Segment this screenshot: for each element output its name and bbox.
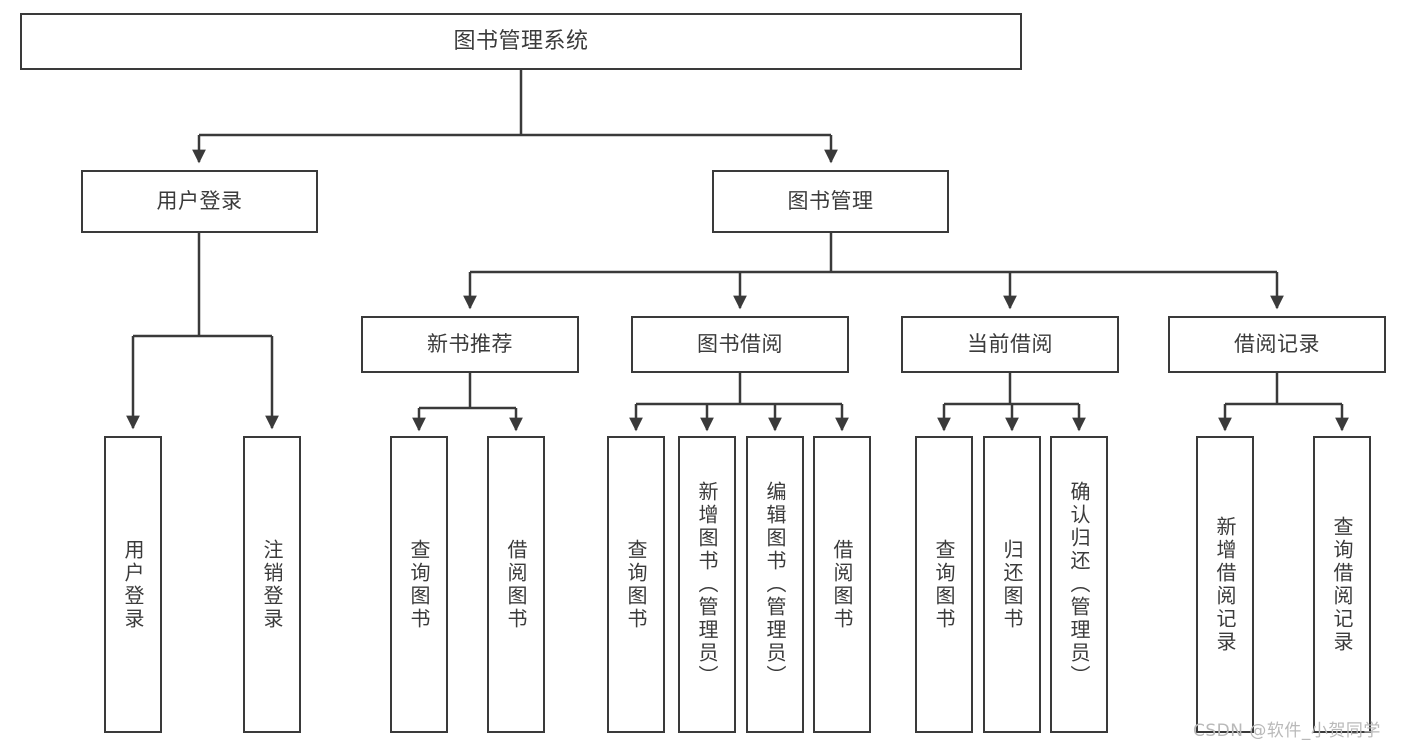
node-label: 图书管理系统 — [453, 28, 589, 54]
node-label: 借阅图书 — [830, 538, 854, 631]
node-label: 图书借阅 — [697, 332, 783, 357]
node-label: 新增借阅记录 — [1213, 515, 1237, 654]
node-label: 查询借阅记录 — [1330, 515, 1354, 654]
csdn-watermark: CSDN @软件_小贺同学 — [1193, 721, 1381, 741]
leaf-borrow-book[interactable]: 借阅图书 — [813, 436, 871, 733]
node-borrow-record[interactable]: 借阅记录 — [1168, 316, 1386, 373]
node-label: 借阅记录 — [1234, 332, 1320, 357]
node-label: 新书推荐 — [427, 332, 513, 357]
leaf-confirm-return-admin[interactable]: 确认归还（管理员） — [1050, 436, 1108, 733]
leaf-borrow-book-recommend[interactable]: 借阅图书 — [487, 436, 545, 733]
node-label: 图书管理 — [787, 189, 874, 214]
leaf-query-book-current[interactable]: 查询图书 — [915, 436, 973, 733]
leaf-add-book-admin[interactable]: 新增图书（管理员） — [678, 436, 736, 733]
node-book-management[interactable]: 图书管理 — [712, 170, 949, 233]
node-current-borrow[interactable]: 当前借阅 — [901, 316, 1119, 373]
node-book-borrow[interactable]: 图书借阅 — [631, 316, 849, 373]
leaf-add-borrow-record[interactable]: 新增借阅记录 — [1196, 436, 1254, 733]
node-label: 查询图书 — [624, 538, 648, 631]
node-label: 用户登录 — [121, 538, 145, 631]
leaf-query-book-borrow[interactable]: 查询图书 — [607, 436, 665, 733]
leaf-logout[interactable]: 注销登录 — [243, 436, 301, 733]
node-label: 查询图书 — [932, 538, 956, 631]
node-label: 编辑图书（管理员） — [763, 481, 787, 688]
leaf-edit-book-admin[interactable]: 编辑图书（管理员） — [746, 436, 804, 733]
node-label: 确认归还（管理员） — [1067, 481, 1091, 688]
leaf-query-book-recommend[interactable]: 查询图书 — [390, 436, 448, 733]
node-label: 注销登录 — [260, 538, 284, 631]
node-new-book-recommend[interactable]: 新书推荐 — [361, 316, 579, 373]
node-user-login[interactable]: 用户登录 — [81, 170, 318, 233]
node-label: 用户登录 — [156, 189, 243, 214]
leaf-query-borrow-record[interactable]: 查询借阅记录 — [1313, 436, 1371, 733]
node-root-book-management-system[interactable]: 图书管理系统 — [20, 13, 1022, 70]
node-label: 借阅图书 — [504, 538, 528, 631]
node-label: 新增图书（管理员） — [695, 481, 719, 688]
node-label: 查询图书 — [407, 538, 431, 631]
node-label: 归还图书 — [1000, 538, 1024, 631]
node-label: 当前借阅 — [967, 332, 1053, 357]
leaf-return-book[interactable]: 归还图书 — [983, 436, 1041, 733]
leaf-user-login[interactable]: 用户登录 — [104, 436, 162, 733]
